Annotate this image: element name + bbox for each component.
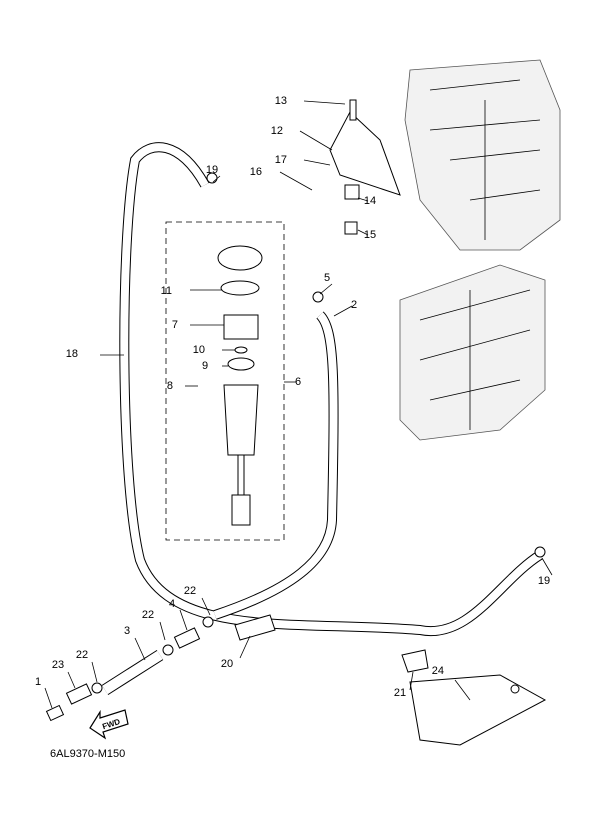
callout-leader-line — [409, 671, 414, 691]
callout-leader-line — [303, 159, 331, 166]
callout-number-4: 4 — [169, 598, 175, 610]
pouch — [409, 674, 547, 746]
callout-leader-line — [357, 197, 369, 202]
callout-leader-line — [44, 687, 53, 709]
callout-leader-line — [179, 609, 188, 631]
callout-number-10: 10 — [193, 344, 205, 356]
callout-leader-line — [333, 305, 353, 317]
callout-number-12: 12 — [271, 125, 283, 137]
callout-leader-line — [91, 661, 98, 683]
callout-number-21: 21 — [394, 687, 406, 699]
callout-number-8: 8 — [167, 380, 173, 392]
callout-leader-line — [67, 671, 76, 689]
o-ring — [220, 280, 260, 296]
callout-number-14: 14 — [364, 195, 376, 207]
callout-number-5: 5 — [324, 272, 330, 284]
callout-number-18: 18 — [66, 348, 78, 360]
clamp-holder — [234, 614, 276, 641]
callout-leader-line — [279, 171, 313, 191]
callout-leader-line — [239, 635, 251, 659]
callout-leader-line — [541, 557, 553, 576]
callout-number-22: 22 — [142, 609, 154, 621]
callout-number-3: 3 — [124, 625, 130, 637]
callout-number-24: 24 — [432, 665, 444, 677]
callout-number-6: 6 — [295, 376, 301, 388]
fuel-hoses — [101, 142, 543, 696]
callout-number-19: 19 — [538, 575, 550, 587]
callout-leader-line — [159, 621, 166, 641]
filter-assembly-outline — [165, 221, 285, 541]
callout-leader-line — [454, 679, 471, 701]
callout-leader-line — [319, 283, 333, 295]
callout-number-20: 20 — [221, 658, 233, 670]
callout-number-17: 17 — [275, 154, 287, 166]
bracket — [329, 111, 401, 196]
callout-number-7: 7 — [172, 319, 178, 331]
drawing-code: 6AL9370-M150 — [50, 748, 125, 760]
callout-number-13: 13 — [275, 95, 287, 107]
callout-number-23: 23 — [52, 659, 64, 671]
callout-leader-line — [299, 130, 333, 151]
fuel-filter-parts — [217, 99, 401, 526]
fittings — [45, 172, 547, 746]
callout-leader-line — [357, 229, 369, 236]
callout-number-22: 22 — [184, 585, 196, 597]
callout-number-15: 15 — [364, 229, 376, 241]
callout-number-22: 22 — [76, 649, 88, 661]
callout-number-9: 9 — [202, 360, 208, 372]
callout-number-19: 19 — [206, 164, 218, 176]
fwd-arrow: FWD — [89, 709, 129, 740]
callout-number-11: 11 — [161, 285, 172, 297]
callout-leader-line — [134, 637, 146, 661]
callout-leader-line — [201, 597, 211, 616]
callout-number-2: 2 — [351, 299, 357, 311]
filter-head — [217, 245, 263, 271]
float — [227, 357, 255, 371]
callout-leader-line — [212, 175, 221, 183]
sensor-connector — [231, 494, 251, 526]
callout-number-16: 16 — [250, 166, 262, 178]
engine-upper-illustration — [404, 59, 561, 251]
callout-number-1: 1 — [35, 676, 41, 688]
callout-leader-line — [303, 100, 346, 105]
engine-lower-illustration — [399, 264, 546, 441]
filter-cup — [223, 384, 259, 456]
filter-element — [223, 314, 259, 340]
